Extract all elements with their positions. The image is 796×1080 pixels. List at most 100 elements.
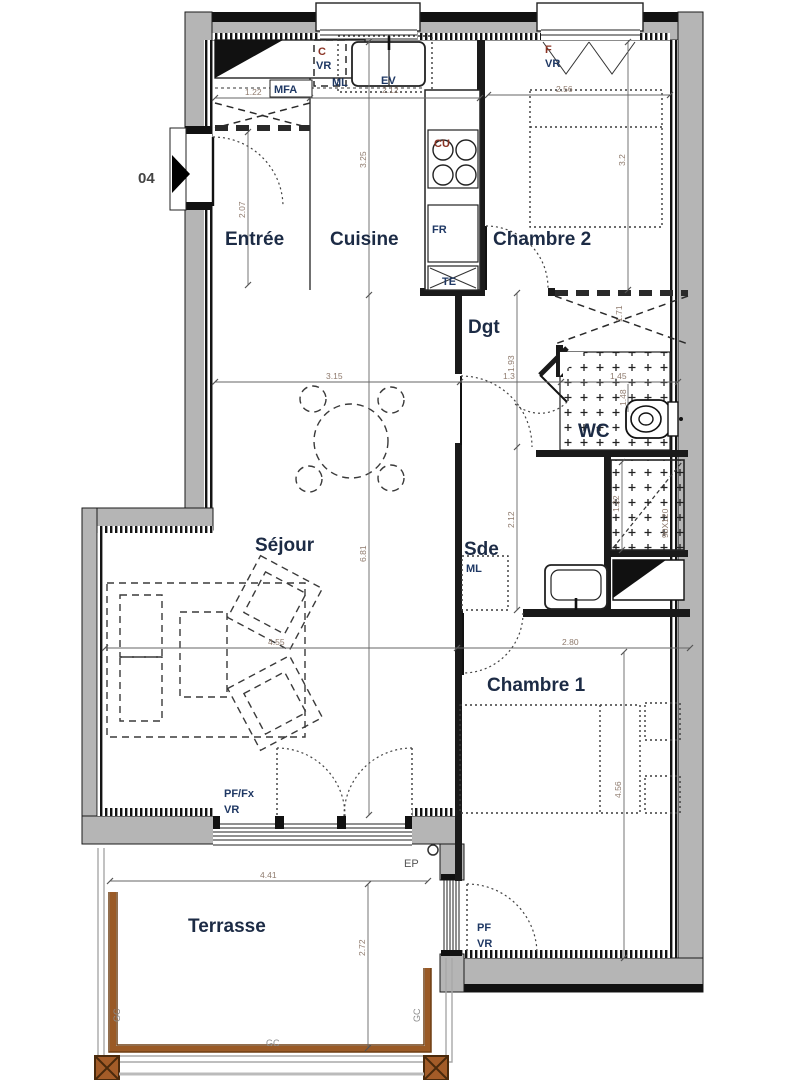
sofa-cushion [119, 656, 163, 722]
dim-terrasse-w: 4.41 [260, 870, 277, 880]
label-ml-sde: ML [466, 563, 482, 575]
terrace-door-swing [466, 883, 538, 955]
wall-chambre1-north [455, 609, 690, 617]
burner-icon [432, 139, 454, 161]
dim-entree-closet: 1.22 [245, 87, 262, 97]
fridge-fr [427, 204, 479, 263]
terrace [94, 844, 453, 1080]
wall-sde-east [604, 452, 611, 614]
nightstand [644, 702, 681, 741]
dim-ch2-d: 3.2 [617, 154, 627, 166]
equipment-labels: C VR ML MFA EV CU FR TE F VR ML PF/Fx VR… [112, 44, 670, 1048]
label-pffx: PF/Fx [224, 788, 255, 800]
sejour-dgt-door-swing [460, 375, 533, 448]
dim-entree-d: 2.07 [237, 201, 247, 218]
room-label-cuisine: Cuisine [330, 229, 399, 250]
te-box [427, 265, 479, 291]
terrace-railing [110, 892, 431, 1052]
dim-dgt-w: 1.3 [503, 371, 515, 381]
room-label-sejour: Séjour [255, 535, 315, 556]
burner-icon [455, 139, 477, 161]
openings [169, 2, 644, 956]
dim-placard: 1.71 [614, 305, 624, 322]
wall-left-lower [81, 507, 98, 843]
dim-ch1-d: 4.56 [613, 781, 623, 798]
bed-chambre2 [529, 89, 663, 228]
label-gc-right: GC [412, 1008, 422, 1022]
label-shower-size: 90X120 [660, 508, 670, 538]
mfa-box [269, 79, 313, 98]
sink-zone-outline [337, 35, 433, 93]
interior-walls [309, 40, 690, 881]
room-label-chambre1: Chambre 1 [487, 675, 586, 696]
dim-cuisine-d: 3.25 [358, 151, 368, 168]
chambre1-terrace-door-glazing [443, 880, 460, 954]
railing-post [423, 1055, 449, 1080]
dim-terrasse-d: 2.72 [357, 939, 367, 956]
dining-table [313, 403, 389, 479]
sofa-outline [106, 582, 306, 738]
wall-dgt-west-upper [455, 296, 462, 374]
dim-sejour-top-w: 3.15 [326, 371, 343, 381]
room-label-entree: Entrée [225, 229, 284, 250]
bathroom-fixtures [461, 351, 685, 611]
closets [214, 102, 689, 345]
dim-dgt-d: 1.93 [506, 355, 516, 372]
label-fr: FR [432, 224, 447, 236]
room-labels: Entrée Cuisine Chambre 2 Dgt WC Sde Séjo… [138, 170, 610, 937]
room-label-chambre2: Chambre 2 [493, 229, 591, 250]
label-vr-kitchen: VR [316, 60, 331, 72]
bay-door-right-swing [343, 747, 413, 817]
armchair [226, 654, 324, 752]
kitchen-closet [313, 39, 347, 87]
chair [295, 465, 323, 493]
dimension-ticks [101, 38, 694, 1052]
label-pf-ch1: PF [477, 922, 491, 934]
dim-wc-w: 1.45 [610, 371, 627, 381]
wall-cuisine-chambre2 [477, 40, 485, 288]
label-te: TE [442, 276, 456, 288]
burner-icon [455, 164, 477, 186]
dim-sde-d: 2.12 [506, 511, 516, 528]
wall-wc-south [556, 450, 688, 457]
label-c: C [318, 46, 326, 58]
wall-shower-south [604, 550, 688, 557]
dim-sejour-d: 6.81 [358, 545, 368, 562]
burner-icon [432, 164, 454, 186]
kitchen-fixtures [214, 35, 481, 291]
sejour-bay-glazing [213, 823, 412, 846]
wall-dgt-west-lower [455, 443, 462, 613]
dim-ch2-w: 2.56 [556, 84, 573, 94]
entry-door-swing [212, 136, 284, 208]
unit-number: 04 [138, 170, 155, 187]
entry-arrow-icon [172, 155, 190, 193]
dim-wc-d: 1.48 [618, 389, 628, 406]
nightstand [644, 775, 681, 814]
coffee-table [179, 611, 228, 698]
chambre1-door-opening [463, 609, 523, 617]
label-ep: EP [404, 858, 419, 870]
dim-sejour-w: 4.55 [268, 637, 285, 647]
room-label-terrasse: Terrasse [188, 916, 266, 937]
label-gc-left: GC [112, 1008, 122, 1022]
label-ml-kitchen: ML [332, 77, 348, 89]
wall-top-band [185, 12, 703, 22]
room-label-wc: WC [578, 421, 610, 442]
chambre2-door-swing [485, 225, 549, 289]
dim-cuisine-w: 2.12 [382, 85, 399, 95]
entry-opening [185, 134, 212, 202]
label-vr-ch1: VR [477, 938, 492, 950]
wc-door-swing [512, 401, 568, 414]
dim-shower-d: 1.22 [611, 495, 621, 512]
bed-chambre1 [459, 704, 641, 814]
label-vr-ch2: VR [545, 58, 560, 70]
room-label-dgt: Dgt [468, 317, 500, 338]
chair [299, 385, 327, 413]
wall-chambre2-south-a [420, 288, 485, 296]
wall-chambre1-west [455, 617, 462, 881]
chambre1-door-swing [462, 612, 524, 674]
dimension-lines [101, 38, 694, 1052]
label-cu: CU [434, 138, 450, 150]
